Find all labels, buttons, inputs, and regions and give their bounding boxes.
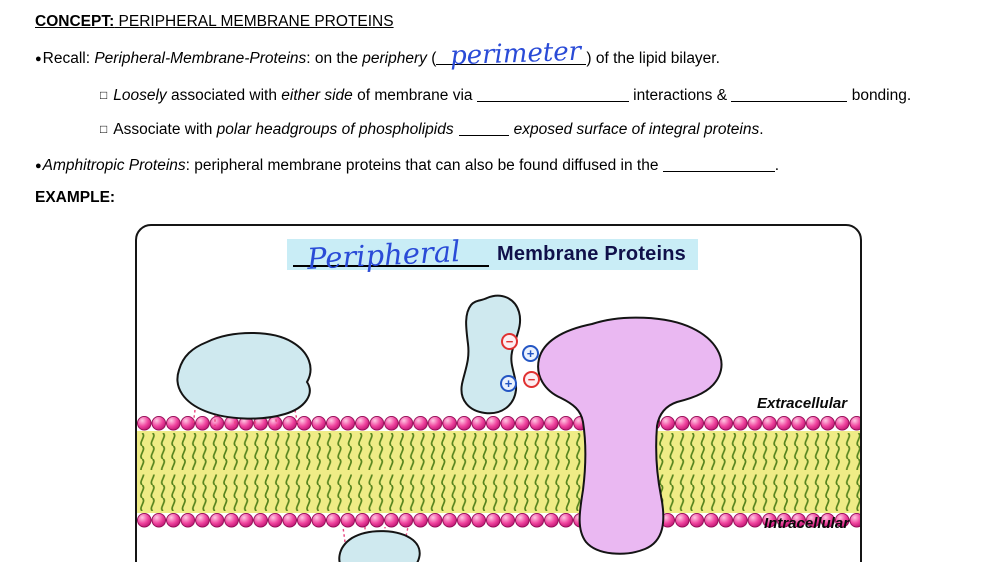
- amphitropic-line: ●Amphitropic Proteins: peripheral membra…: [35, 157, 779, 175]
- handwritten-perimeter: perimeter: [449, 36, 582, 72]
- sub2-exposed-surface: exposed surface of integral proteins: [513, 121, 760, 138]
- concept-heading: CONCEPT: PERIPHERAL MEMBRANE PROTEINS: [35, 13, 394, 31]
- sub1-text-2: of membrane via: [352, 87, 477, 104]
- sub1-text-3: interactions &: [628, 87, 732, 104]
- extracellular-label: Extracellular: [757, 395, 848, 412]
- example-figure: Peripheral Membrane Proteins − + + − Ext…: [135, 224, 862, 562]
- sub1-text-1: associated with: [166, 87, 282, 104]
- interactions-blank: [476, 87, 629, 102]
- example-heading: EXAMPLE:: [35, 189, 116, 206]
- bonding-blank: [731, 87, 848, 102]
- recall-text-2: : on the: [306, 50, 363, 67]
- peripheral-protein-top-left-blob: [176, 332, 312, 420]
- concept-label: CONCEPT:: [35, 13, 115, 30]
- phospholipid-heads-top-row: [137, 414, 860, 433]
- positive-charge-icon: +: [522, 345, 539, 362]
- sub1-loosely: Loosely: [113, 87, 167, 104]
- handwritten-peripheral: Peripheral: [306, 233, 462, 276]
- sub-bullet-loosely: □ Loosely associated with either side of …: [100, 87, 911, 105]
- bilayer-midline-gap: [137, 470, 860, 475]
- negative-charge-icon: −: [523, 371, 540, 388]
- bullet-icon: ●: [35, 52, 42, 65]
- negative-charge-icon: −: [501, 333, 518, 350]
- intracellular-label: Intracellular: [764, 515, 850, 532]
- sub1-either-side: either side: [281, 87, 353, 104]
- recall-text-4: ) of the lipid bilayer.: [586, 50, 720, 67]
- square-bullet-icon: □: [100, 88, 108, 102]
- sub1-text-4: bonding.: [847, 87, 912, 104]
- peripheral-protein-middle-blob: [460, 294, 522, 415]
- sub2-period: .: [759, 121, 764, 138]
- concept-title: PERIPHERAL MEMBRANE PROTEINS: [114, 13, 394, 30]
- recall-text-1: Recall:: [42, 50, 95, 67]
- sub2-headgroups: polar headgroups of phospholipids: [216, 121, 454, 138]
- peripheral-protein-bottom-blob: [338, 530, 421, 562]
- membrane-diagram: [137, 294, 860, 562]
- figure-title-text: Membrane Proteins: [497, 243, 687, 265]
- recall-text-3: (: [426, 50, 437, 67]
- sub2-text-1: Associate with: [113, 121, 217, 138]
- bullet-icon: ●: [35, 159, 42, 172]
- integral-protein-blob: [537, 316, 723, 555]
- amphitropic-term: Amphitropic Proteins: [42, 157, 186, 174]
- recall-blank: perimeter: [436, 37, 587, 71]
- square-bullet-icon: □: [100, 122, 108, 136]
- sub-bullet-associate: □ Associate with polar headgroups of phos…: [100, 121, 764, 139]
- figure-title-blank: Peripheral: [293, 234, 489, 275]
- amphi-blank: [662, 157, 775, 172]
- amphi-period: .: [774, 157, 780, 174]
- sub2-blank: [458, 121, 509, 136]
- recall-periphery-word: periphery: [362, 50, 427, 67]
- amphi-text-1: : peripheral membrane proteins that can …: [185, 157, 663, 174]
- recall-line: ●Recall: Peripheral-Membrane-Proteins: o…: [35, 37, 720, 72]
- figure-title: Peripheral Membrane Proteins: [287, 234, 699, 275]
- positive-charge-icon: +: [500, 375, 517, 392]
- phospholipid-heads-bottom-row: [137, 511, 860, 530]
- recall-term: Peripheral-Membrane-Proteins: [94, 50, 307, 67]
